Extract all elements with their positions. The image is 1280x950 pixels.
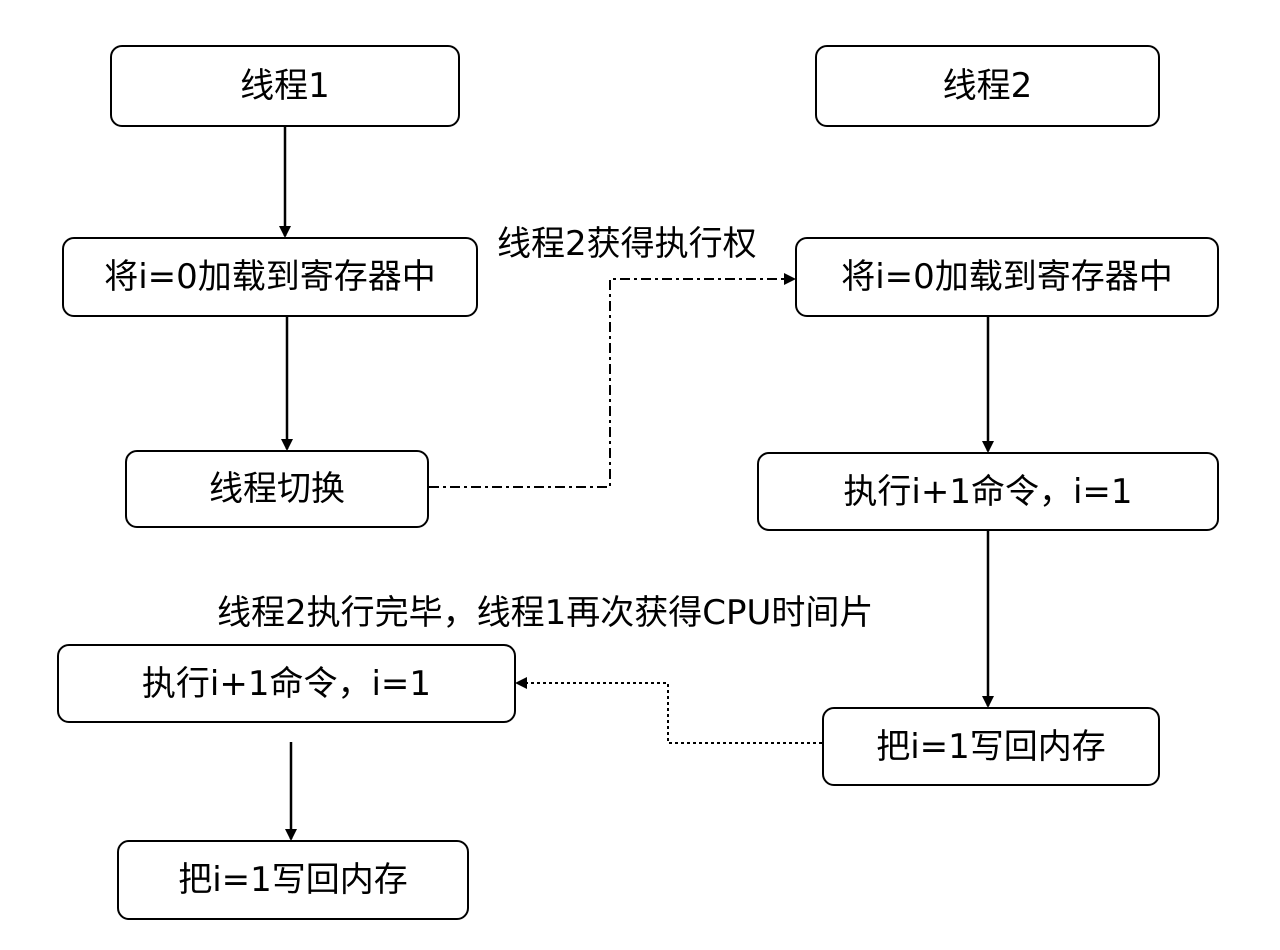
node-label: 将i=0加载到寄存器中 bbox=[841, 257, 1173, 297]
node-label: 把i=1写回内存 bbox=[178, 860, 408, 900]
node-label: 将i=0加载到寄存器中 bbox=[104, 257, 436, 297]
node-thread2-increment: 执行i+1命令，i=1 bbox=[757, 452, 1219, 531]
node-label: 执行i+1命令，i=1 bbox=[843, 471, 1133, 512]
node-label: 线程切换 bbox=[209, 469, 345, 509]
node-thread2-load-register: 将i=0加载到寄存器中 bbox=[795, 237, 1219, 317]
node-label: 把i=1写回内存 bbox=[876, 726, 1106, 767]
node-thread1-switch: 线程切换 bbox=[125, 450, 429, 528]
arrow-switch-to-t2-load bbox=[429, 273, 796, 488]
node-thread2-write-memory: 把i=1写回内存 bbox=[822, 707, 1160, 786]
node-thread1-start: 线程1 bbox=[110, 45, 460, 127]
node-thread1-write-memory: 把i=1写回内存 bbox=[117, 840, 469, 920]
node-thread2-start: 线程2 bbox=[815, 45, 1160, 127]
arrow-t2-write-to-t1-increment bbox=[515, 677, 822, 744]
edge-label-thread1-resumes: 线程2执行完毕，线程1再次获得CPU时间片 bbox=[217, 593, 874, 633]
node-label: 线程2 bbox=[942, 66, 1033, 106]
node-label: 执行i+1命令，i=1 bbox=[141, 663, 432, 704]
node-thread1-load-register: 将i=0加载到寄存器中 bbox=[62, 237, 478, 317]
node-thread1-increment: 执行i+1命令，i=1 bbox=[57, 644, 516, 723]
edge-label-thread2-gains-control: 线程2获得执行权 bbox=[497, 224, 757, 264]
node-label: 线程1 bbox=[240, 66, 330, 106]
